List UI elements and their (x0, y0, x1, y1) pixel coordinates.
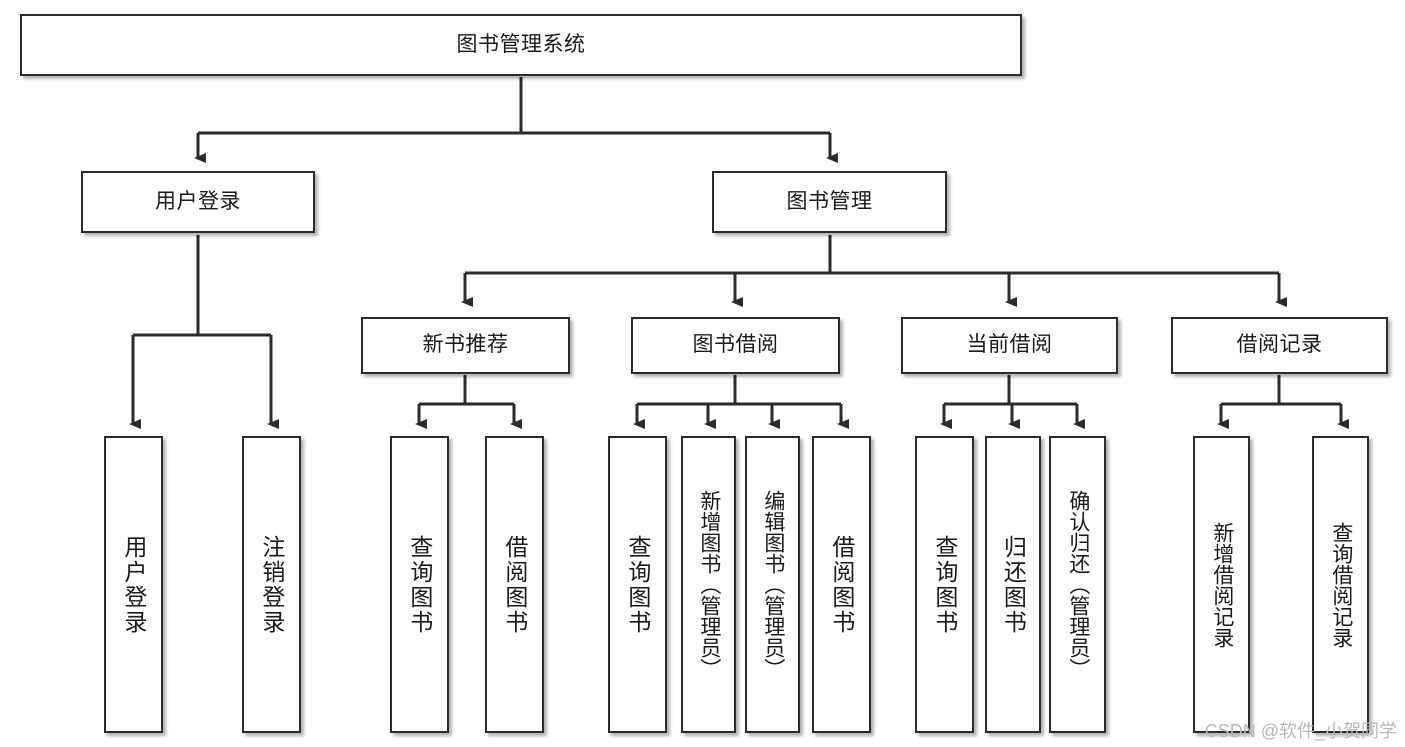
leaf-current-borrow-confirm-label: 确认归还（管理员） (1066, 490, 1090, 679)
leaf-book-borrow-borrow[interactable]: 借阅图书 (812, 436, 871, 733)
leaf-book-borrow-query-label: 查询图书 (624, 534, 651, 635)
leaf-book-borrow-edit[interactable]: 编辑图书（管理员） (745, 436, 800, 733)
node-root-book-management-system[interactable]: 图书管理系统 (20, 14, 1022, 76)
node-user-login[interactable]: 用户登录 (81, 171, 315, 233)
node-new-book-recommend-label: 新书推荐 (422, 333, 509, 357)
node-book-management[interactable]: 图书管理 (712, 171, 947, 233)
leaf-new-book-borrow[interactable]: 借阅图书 (485, 436, 544, 733)
node-book-borrow-label: 图书借阅 (692, 333, 779, 357)
leaf-book-borrow-query[interactable]: 查询图书 (608, 436, 667, 733)
leaf-current-borrow-return-label: 归还图书 (1000, 534, 1027, 635)
leaf-user-login-logout-label: 注销登录 (258, 534, 285, 635)
node-book-management-label: 图书管理 (786, 189, 873, 213)
leaf-borrow-record-query-label: 查询借阅记录 (1329, 521, 1353, 648)
node-current-borrow-label: 当前借阅 (966, 333, 1053, 357)
node-root-label: 图书管理系统 (456, 32, 586, 56)
leaf-book-borrow-add-label: 新增图书（管理员） (697, 490, 721, 679)
leaf-book-borrow-edit-label: 编辑图书（管理员） (761, 490, 785, 679)
leaf-user-login-logout[interactable]: 注销登录 (242, 436, 301, 733)
leaf-borrow-record-query[interactable]: 查询借阅记录 (1312, 436, 1369, 733)
leaf-current-borrow-return[interactable]: 归还图书 (985, 436, 1041, 733)
node-book-borrow[interactable]: 图书借阅 (631, 317, 840, 374)
leaf-current-borrow-query[interactable]: 查询图书 (915, 436, 974, 733)
leaf-current-borrow-query-label: 查询图书 (931, 534, 958, 635)
csdn-watermark: CSDN @软件_小贺同学 (1204, 721, 1397, 741)
leaf-book-borrow-add[interactable]: 新增图书（管理员） (681, 436, 736, 733)
node-borrow-record-label: 借阅记录 (1236, 333, 1323, 357)
leaf-book-borrow-borrow-label: 借阅图书 (828, 534, 855, 635)
leaf-current-borrow-confirm[interactable]: 确认归还（管理员） (1049, 436, 1106, 733)
node-borrow-record[interactable]: 借阅记录 (1171, 317, 1388, 374)
leaf-borrow-record-add-label: 新增借阅记录 (1210, 521, 1234, 648)
leaf-new-book-query[interactable]: 查询图书 (390, 436, 449, 733)
node-new-book-recommend[interactable]: 新书推荐 (361, 317, 570, 374)
node-user-login-label: 用户登录 (155, 189, 241, 213)
leaf-new-book-query-label: 查询图书 (406, 534, 433, 635)
node-current-borrow[interactable]: 当前借阅 (901, 317, 1118, 374)
leaf-borrow-record-add[interactable]: 新增借阅记录 (1193, 436, 1250, 733)
leaf-user-login-login-label: 用户登录 (120, 534, 147, 635)
leaf-user-login-login[interactable]: 用户登录 (104, 436, 163, 733)
leaf-new-book-borrow-label: 借阅图书 (501, 534, 528, 635)
